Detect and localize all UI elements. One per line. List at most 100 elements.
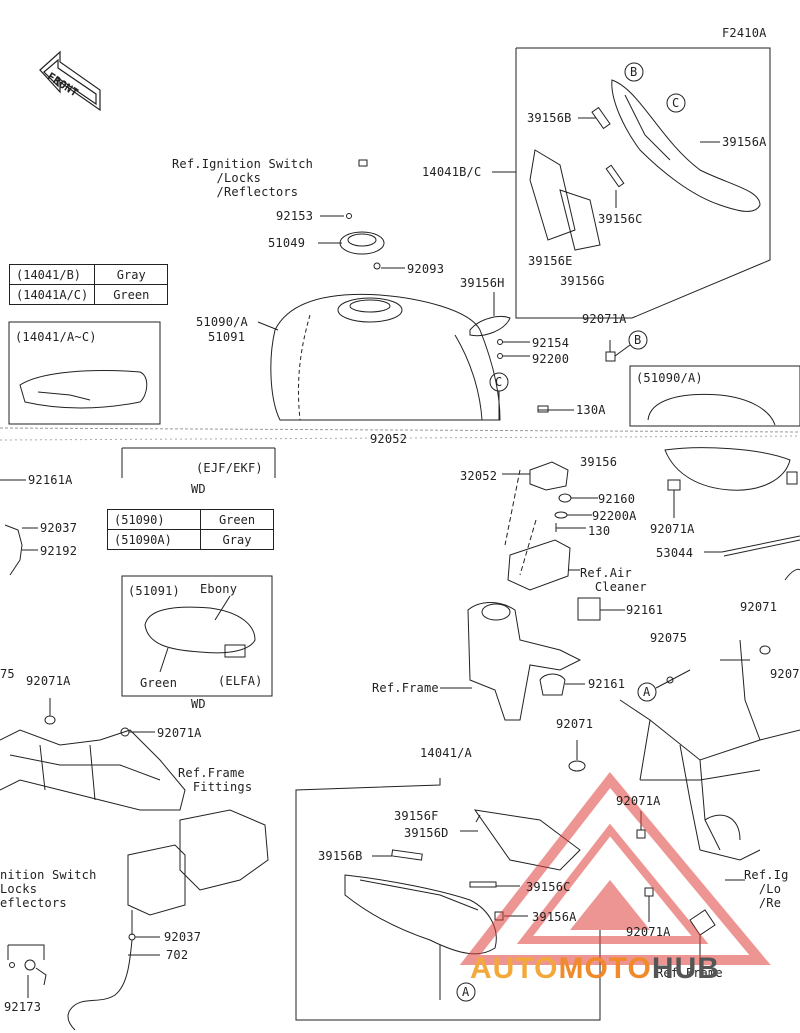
frame-fittings-tray (179, 809, 269, 891)
callout: 92154 (532, 336, 570, 350)
callout: 92161A (28, 473, 73, 487)
callout: 92037 (164, 930, 202, 944)
callout: 92071A (626, 925, 671, 939)
callout: 92200A (592, 509, 637, 523)
inset-51090-model: (EJF/EKF) (196, 461, 263, 475)
fuel-tank-stripe (454, 334, 483, 421)
callout: 39156G (560, 274, 605, 288)
table-cell: (51090) (107, 509, 201, 530)
rubber-92161 (539, 673, 566, 696)
marker-B-top (624, 62, 644, 82)
marker-B-label: B (634, 333, 642, 347)
callout: 92071A (582, 312, 627, 326)
callout: 92052 (370, 432, 408, 446)
callout: 39156B (527, 111, 572, 125)
cable-702 (67, 939, 133, 1031)
callout: 92160 (598, 492, 636, 506)
callout: 130A (576, 403, 606, 417)
marker-B-mid (628, 330, 648, 350)
ref-air-cleaner: Ref.Air Cleaner (580, 566, 647, 594)
callout: 39156F (394, 809, 439, 823)
air-cleaner-plate (507, 539, 571, 591)
marker-A-bot (456, 982, 476, 1002)
watermark-text: AUTOMOTOHUB (470, 952, 720, 986)
sticker-39156E (529, 149, 576, 241)
table-cell: (14041A/C) (8, 284, 96, 305)
fuel-tank-51090 (270, 293, 501, 421)
table-cell: (14041/B) (8, 264, 96, 285)
table-cell: Gray (200, 529, 274, 550)
side-cover-top-right (611, 79, 761, 212)
table-row: (51090A) Gray (107, 529, 274, 550)
ref-frame-fittings: Ref.Frame Fittings (178, 766, 253, 794)
callout: 51091 (208, 330, 246, 344)
inset-51091-color-top: Ebony (200, 582, 238, 596)
table-row: (51090) Green (107, 509, 274, 530)
watermark-logo (459, 772, 771, 965)
sticker-39156B-top (591, 106, 611, 130)
callout: 92153 (276, 209, 314, 223)
callout: 39156A (722, 135, 767, 149)
marker-B-label: B (630, 65, 638, 79)
diagram-code: F2410A (722, 26, 767, 40)
fuel-cap-51049 (339, 231, 385, 255)
inset-51090-title: (51090/A) (636, 371, 703, 385)
callout: 39156E (528, 254, 573, 268)
callout: 92037 (40, 521, 78, 535)
sticker-39156B-bot (391, 849, 423, 861)
table-cell: (51090A) (107, 529, 201, 550)
callout: 92093 (407, 262, 445, 276)
sticker-39156G (559, 189, 601, 251)
bracket-32052 (529, 461, 569, 491)
marker-C-label: C (672, 96, 680, 110)
sticker-39156D (473, 809, 581, 871)
watermark-part: AUTO (470, 952, 559, 985)
callout: 39156D (404, 826, 449, 840)
callout: 32052 (460, 469, 498, 483)
strip-53044 (721, 535, 800, 553)
callout: 39156B (318, 849, 363, 863)
callout: 92071A (157, 726, 202, 740)
callout: 92200 (532, 352, 570, 366)
table-cell: Green (200, 509, 274, 530)
detail-box-14041bc-outline (515, 47, 771, 319)
watermark-part: MOTO (558, 952, 652, 985)
inset-51091-color-bottom: Green (140, 676, 178, 690)
marker-C-top (666, 93, 686, 113)
ref-ignition-top: Ref.Ignition Switch /Locks /Reflectors (172, 157, 314, 199)
callout: 39156A (532, 910, 577, 924)
marker-A-mid (637, 682, 657, 702)
callout: 92071A (616, 794, 661, 808)
detail-box-14041a-outline (295, 778, 601, 1021)
battery-box (127, 844, 186, 916)
color-table-51090: (51090) Green (51090A) Gray (107, 509, 274, 550)
frame-right (619, 639, 800, 861)
table-cell: Green (94, 284, 169, 305)
color-table-14041: (14041/B) Gray (14041A/C) Green (8, 264, 169, 305)
callout: 92075 (650, 631, 688, 645)
callout: 92173 (4, 1000, 42, 1014)
ref-frame-mid: Ref.Frame (372, 681, 439, 695)
side-cover-inset (19, 370, 148, 409)
callout: 9207 (770, 667, 800, 681)
callout: 130 (588, 524, 611, 538)
inset-51091-model: (ELFA) (218, 674, 263, 688)
table-cell: Gray (94, 264, 169, 285)
callout: 92192 (40, 544, 78, 558)
callout: 92071 (556, 717, 594, 731)
callout: 92161 (626, 603, 664, 617)
callout: 14041/A (420, 746, 472, 760)
side-cover-14041A (344, 874, 497, 955)
callout: 39156C (598, 212, 643, 226)
callout: 39156C (526, 880, 571, 894)
ref-ignition-bottom: nition Switch Locks eflectors (0, 868, 97, 910)
callout: 39156H (460, 276, 505, 290)
marker-A-label: A (462, 985, 470, 999)
front-arrow-icon (39, 50, 101, 112)
inset-51091-code: (51091) (128, 584, 180, 598)
callout: 51049 (268, 236, 306, 250)
frame-left (0, 729, 186, 811)
inset-51091-wd: WD (191, 697, 206, 711)
callout: 51090/A (196, 315, 248, 329)
